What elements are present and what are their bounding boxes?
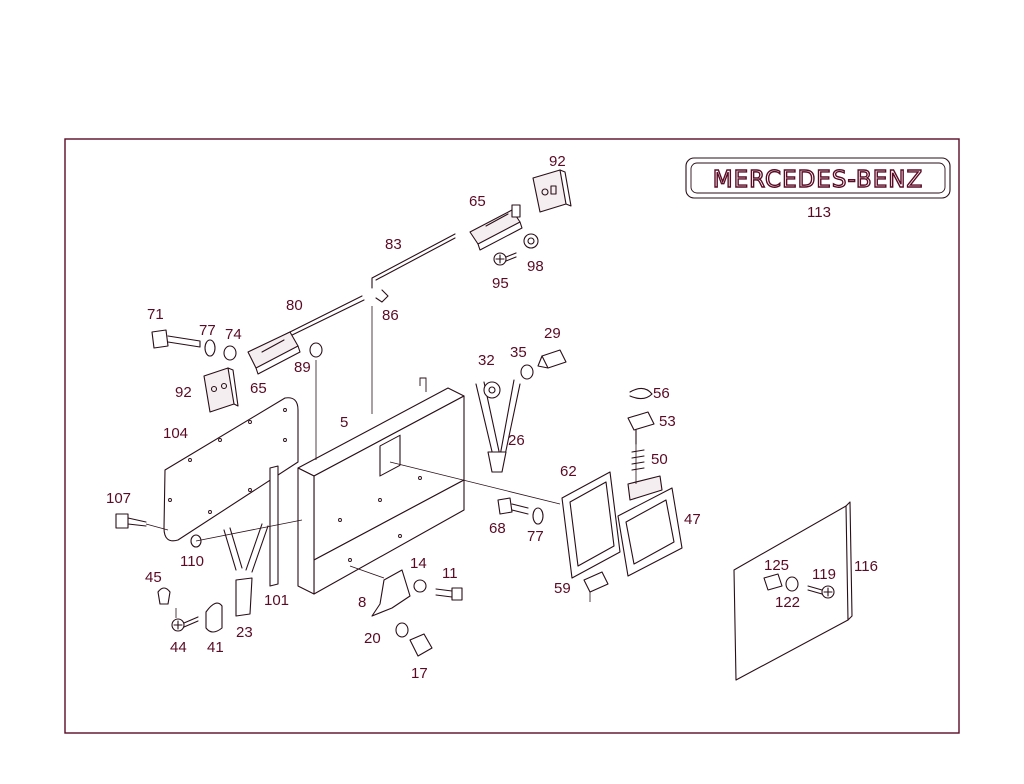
label-32: 32: [478, 352, 495, 369]
part-77-washer-a: [204, 339, 216, 357]
part-104-panel: [163, 397, 299, 542]
label-77-b: 77: [527, 528, 544, 545]
part-32-ring: [483, 381, 501, 399]
label-56: 56: [653, 385, 670, 402]
label-122: 122: [775, 594, 800, 611]
leader-lines: [145, 306, 637, 618]
part-116-plate: [733, 501, 853, 681]
label-104: 104: [163, 425, 188, 442]
label-107: 107: [106, 490, 131, 507]
part-35-washer: [520, 364, 534, 380]
part-17-bolt: [409, 633, 433, 657]
label-101: 101: [264, 592, 289, 609]
part-122-washer: [785, 576, 799, 592]
part-41-plate: [205, 602, 223, 633]
label-74: 74: [225, 326, 242, 343]
label-5: 5: [340, 414, 348, 431]
part-47-handle: [617, 475, 683, 577]
logo-text: MERCEDES-BENZ: [713, 167, 923, 193]
part-92-lower: [203, 367, 239, 413]
label-35: 35: [510, 344, 527, 361]
label-65-lower: 65: [250, 380, 267, 397]
label-41: 41: [207, 639, 224, 656]
part-119-screw: [807, 585, 835, 599]
label-8: 8: [358, 594, 366, 611]
part-20-washer: [395, 622, 409, 638]
label-59: 59: [554, 580, 571, 597]
part-98-washer: [523, 233, 539, 249]
label-68: 68: [489, 520, 506, 537]
part-89-clip: [309, 342, 323, 358]
part-56-clip: [629, 387, 653, 400]
label-65-top: 65: [469, 193, 486, 210]
label-113: 113: [807, 204, 831, 221]
label-20: 20: [364, 630, 381, 647]
label-80: 80: [286, 297, 303, 314]
label-83: 83: [385, 236, 402, 253]
part-77-washer-b: [532, 507, 544, 525]
part-5-tailgate: [297, 377, 465, 595]
label-86: 86: [382, 307, 399, 324]
part-65-top: [469, 204, 523, 251]
label-62: 62: [560, 463, 577, 480]
label-50: 50: [651, 451, 668, 468]
label-14: 14: [410, 555, 427, 572]
part-95-screw: [493, 252, 517, 266]
label-119: 119: [812, 566, 836, 583]
part-50-spring: [631, 449, 645, 471]
label-110: 110: [180, 553, 204, 570]
part-71-bolt: [151, 329, 201, 349]
label-47: 47: [684, 511, 701, 528]
part-107-screw: [115, 513, 147, 529]
label-11: 11: [442, 565, 458, 582]
label-98: 98: [527, 258, 544, 275]
label-45: 45: [145, 569, 162, 586]
part-45-cap: [157, 587, 171, 605]
part-125-nut: [763, 573, 783, 591]
label-29: 29: [544, 325, 561, 342]
diagram-frame: [64, 138, 960, 734]
part-23-hinge: [223, 523, 269, 617]
part-62-gasket: [561, 471, 621, 579]
label-95: 95: [492, 275, 509, 292]
part-83-rod: [371, 233, 456, 289]
part-53-cam: [627, 411, 655, 445]
part-59-bolt: [583, 571, 609, 593]
label-92-top: 92: [549, 153, 566, 170]
label-125: 125: [764, 557, 789, 574]
label-23: 23: [236, 624, 253, 641]
label-77-a: 77: [199, 322, 216, 339]
label-17: 17: [411, 665, 428, 682]
part-65-lower: [247, 331, 301, 375]
label-26: 26: [508, 432, 525, 449]
part-44-screw: [171, 616, 199, 632]
part-29-bolt: [537, 349, 567, 369]
label-53: 53: [659, 413, 676, 430]
part-86-clip: [375, 289, 389, 303]
label-89: 89: [294, 359, 311, 376]
part-14-washer: [413, 579, 427, 593]
part-92-top: [532, 169, 572, 213]
part-8-bracket: [371, 569, 411, 617]
label-71: 71: [147, 306, 164, 323]
part-74-washer: [223, 345, 237, 361]
part-11-screw: [435, 587, 463, 601]
part-labels: 92 113 65 83 95 98 80 86 71 77 74 65 89 …: [106, 153, 878, 682]
logo-plate-113: MERCEDES-BENZ: [685, 157, 951, 199]
part-68-bolt: [497, 497, 529, 515]
label-44: 44: [170, 639, 187, 656]
label-92-lower: 92: [175, 384, 192, 401]
part-26-hinge: [475, 379, 521, 473]
label-116: 116: [854, 558, 878, 575]
part-101-bar: [269, 465, 279, 587]
